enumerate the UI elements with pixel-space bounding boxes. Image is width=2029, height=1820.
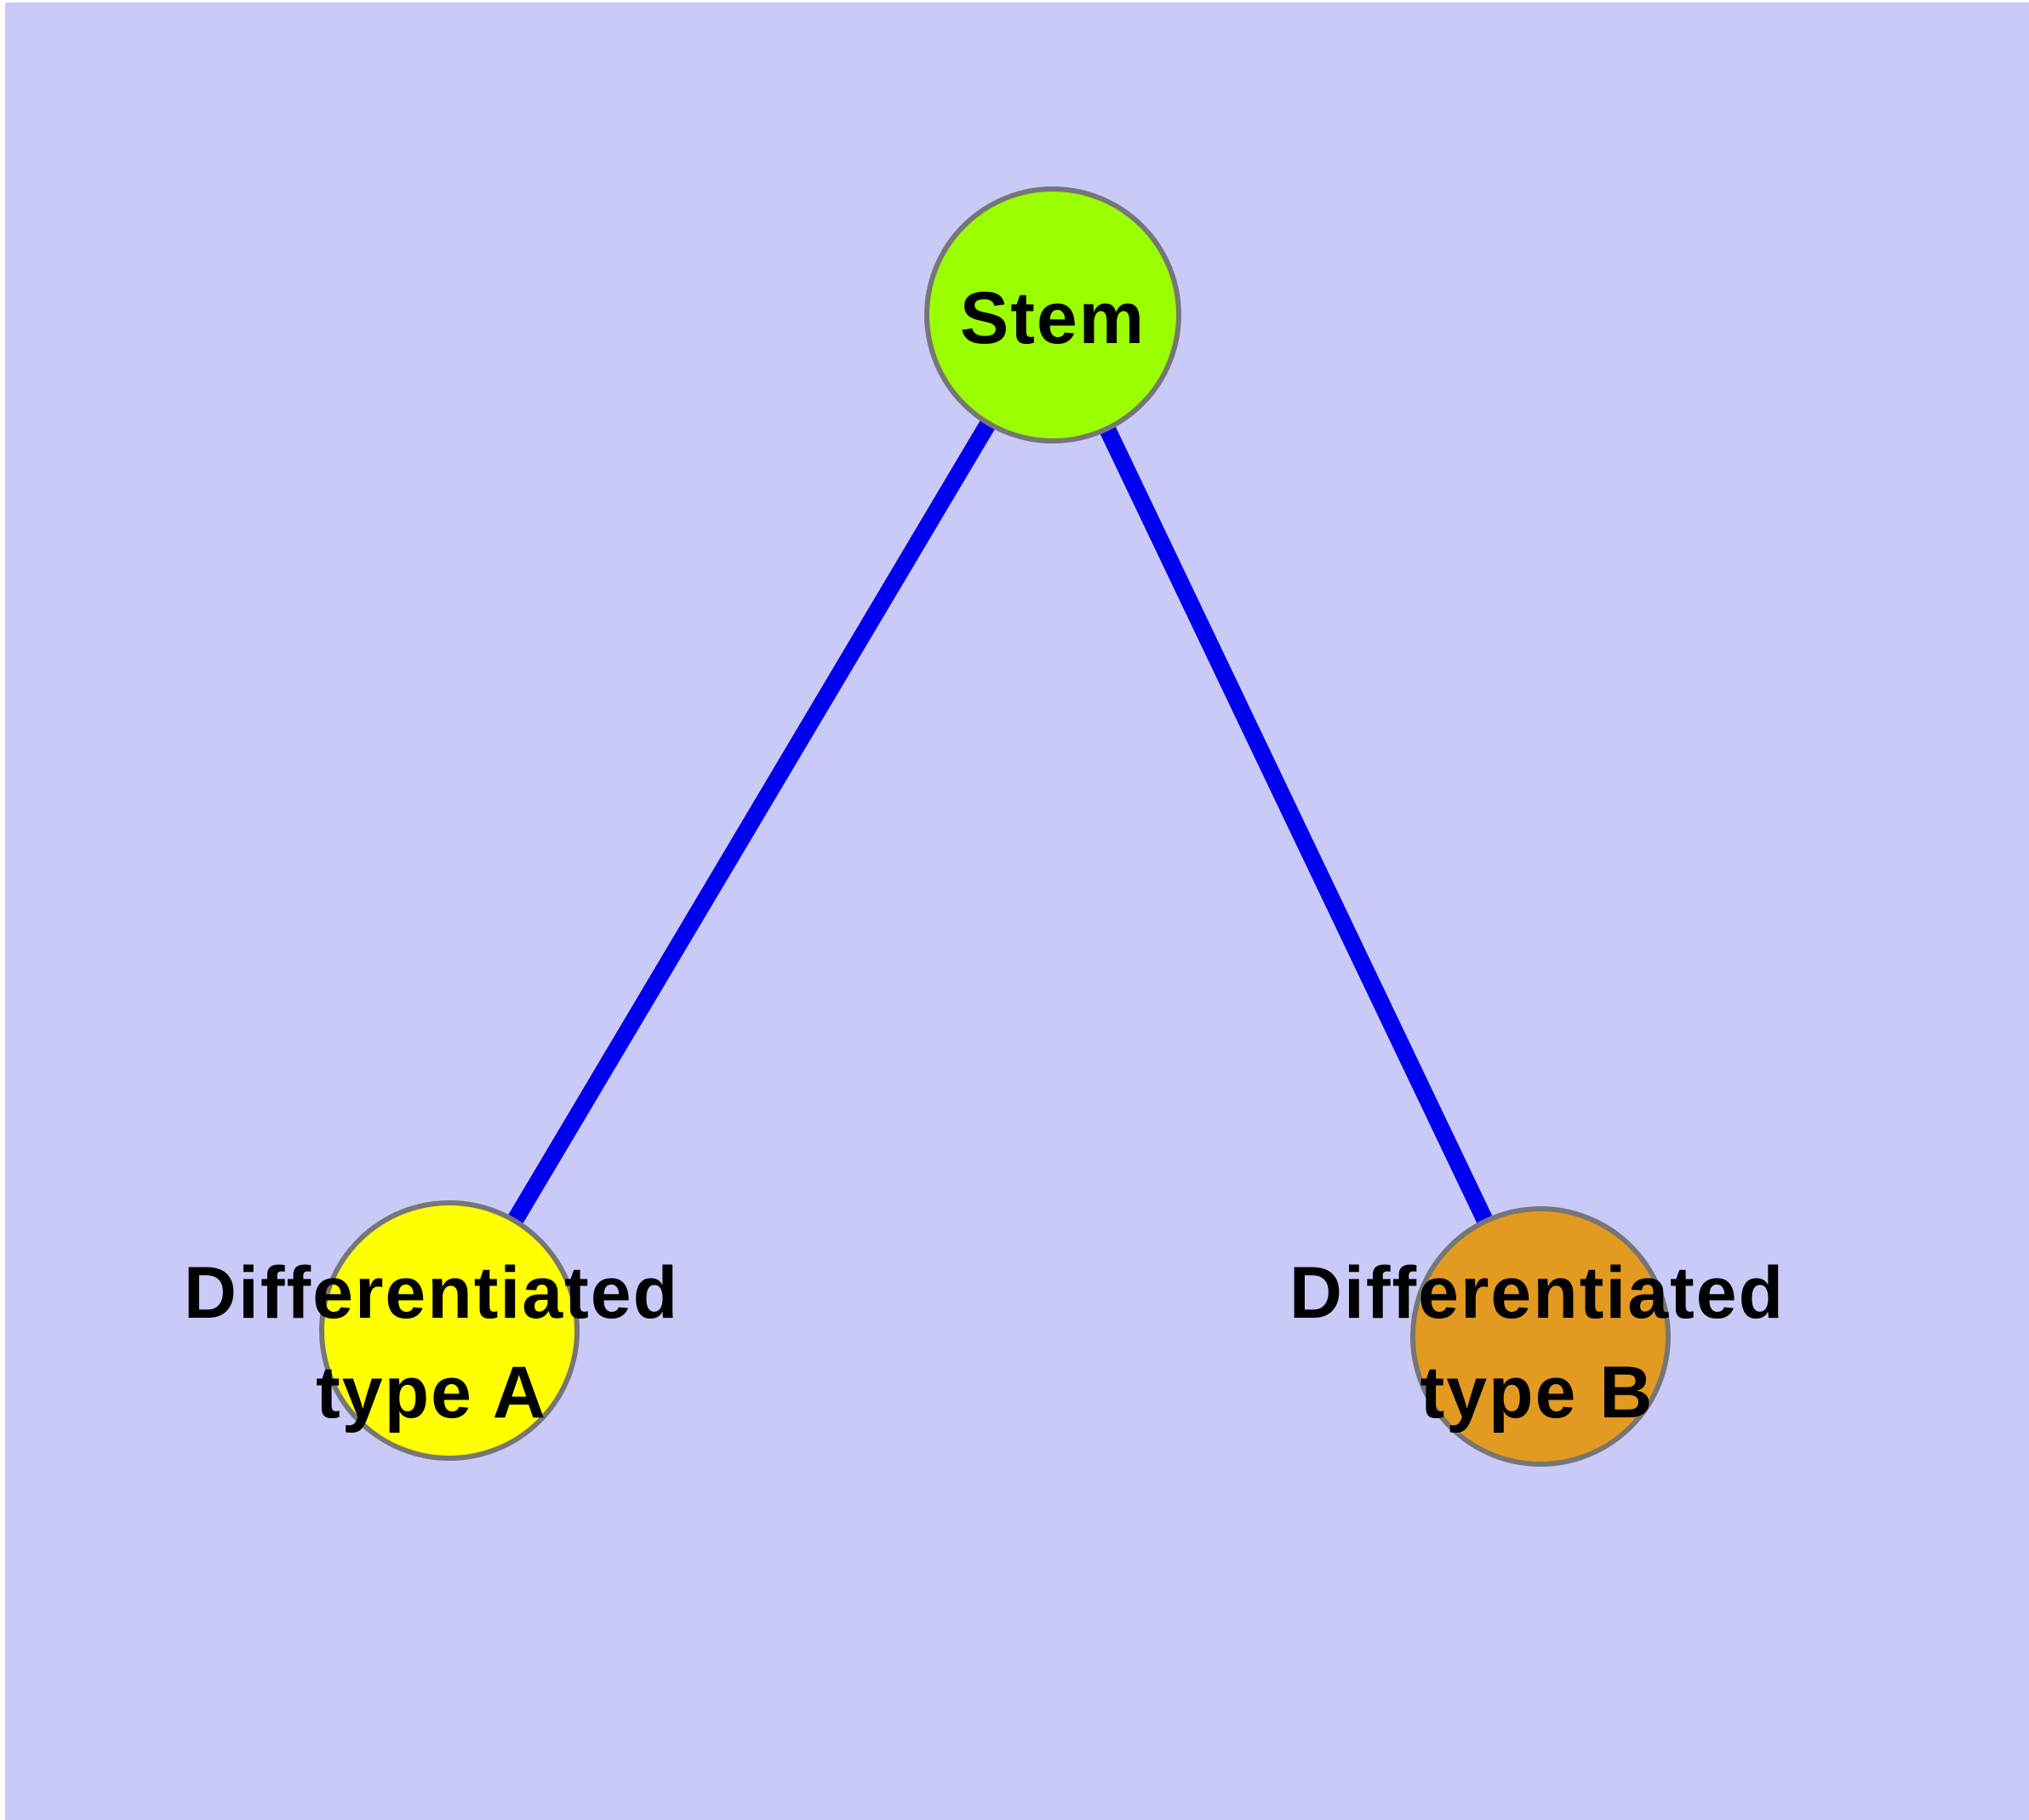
node-type-b-label-line2: type B [1420, 1352, 1655, 1434]
edge-group [442, 310, 1549, 1341]
edge-stem-to-type-b [1044, 311, 1549, 1341]
node-type-b-circle [1410, 1206, 1671, 1467]
node-type-a-circle [319, 1200, 580, 1461]
node-type-a-label-line1: Differentiated [184, 1252, 679, 1334]
edge-stem-to-type-a [442, 310, 1060, 1336]
label-group: Stem Differentiated type A Differentiate… [184, 278, 1785, 1434]
node-type-a-label-line2: type A [316, 1352, 547, 1434]
node-stem-label: Stem [960, 278, 1146, 359]
node-stem-circle [924, 186, 1181, 444]
node-group [319, 186, 1671, 1467]
node-type-b-label-line1: Differentiated [1289, 1252, 1785, 1334]
